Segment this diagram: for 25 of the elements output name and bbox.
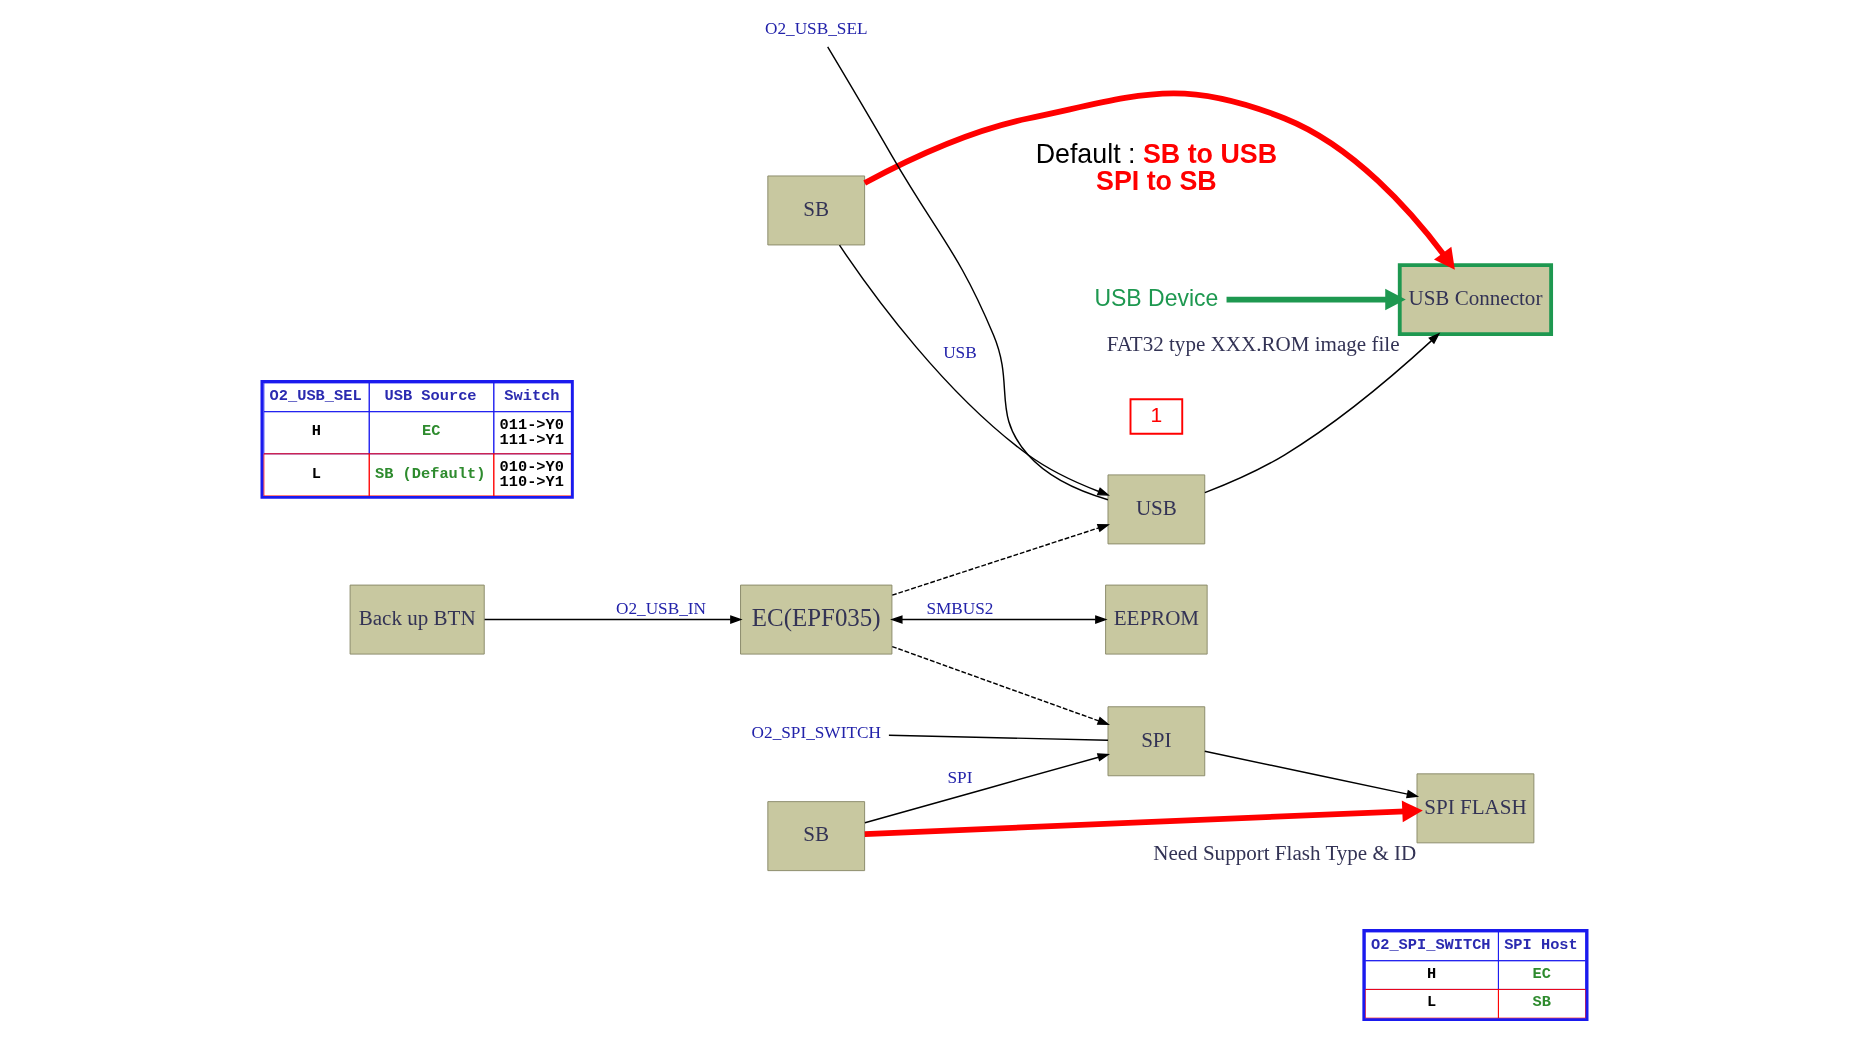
edge-label: O2_USB_IN	[616, 599, 707, 619]
label: O2_SPI_SWITCH	[1371, 936, 1491, 954]
label: EC	[421, 422, 441, 441]
label: 011->Y0 111->Y1	[499, 415, 564, 450]
node-text: O2_SPI_SWITCH	[751, 722, 881, 742]
edge-label: SMBUS2	[926, 599, 994, 619]
label: SB	[1532, 993, 1551, 1012]
node-label: Need Support Flash Type & ID	[1153, 840, 1417, 865]
label: H	[311, 422, 321, 441]
label: Switch	[504, 386, 560, 405]
node-text: USB Device	[1094, 284, 1219, 311]
label: H	[1427, 964, 1437, 983]
edge-label: USB	[943, 343, 977, 363]
label: 1	[1150, 402, 1163, 426]
label: EC	[1532, 964, 1551, 983]
label: O2_USB_SEL	[269, 386, 362, 405]
label: SPI Host	[1504, 936, 1578, 954]
edge-label: SPI	[947, 767, 973, 787]
label: USB Source	[384, 386, 477, 405]
node-label: FAT32 type XXX.ROM image file	[1106, 331, 1400, 356]
node-text: O2_USB_SEL	[764, 18, 868, 38]
label: 010->Y0 110->Y1	[499, 457, 564, 492]
label: L	[1427, 993, 1437, 1012]
label: SB (Default)	[375, 464, 486, 483]
label: L	[311, 464, 321, 483]
